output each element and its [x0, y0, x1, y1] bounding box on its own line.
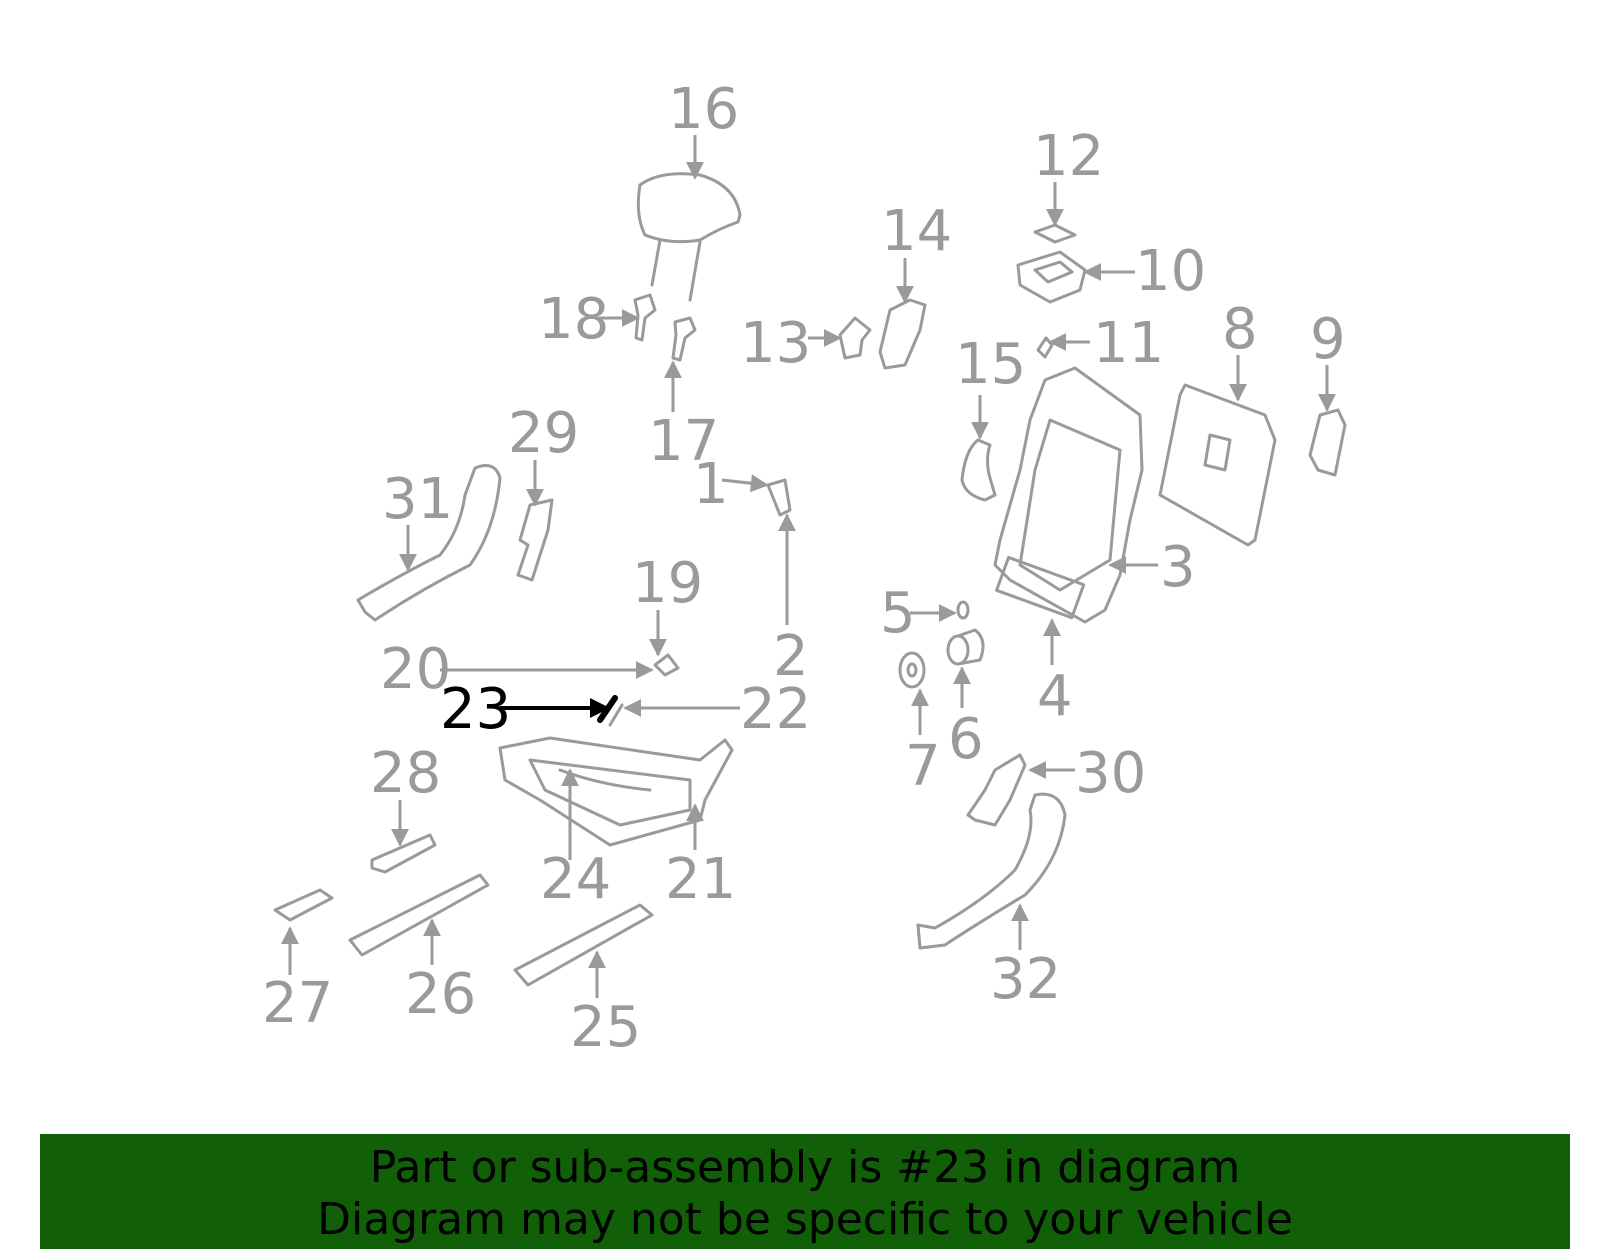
part-19-bracket [653, 653, 680, 677]
part-12-clip [1033, 223, 1077, 244]
part-21-cushion-frame [498, 736, 734, 847]
label-2: 2 [773, 624, 809, 689]
label-28: 28 [370, 741, 441, 806]
part-17-guide [671, 316, 697, 362]
label-6: 6 [948, 707, 984, 772]
part-6-bushing [946, 628, 985, 666]
label-23: 23 [440, 677, 511, 742]
parts-diagram: 16 12 14 10 18 13 11 15 8 9 17 29 1 31 3… [262, 77, 1347, 1060]
label-31: 31 [382, 467, 453, 532]
part-30-bracket [966, 753, 1027, 827]
label-14: 14 [881, 199, 952, 264]
part-25-track [513, 903, 654, 987]
label-20: 20 [380, 637, 451, 702]
label-26: 26 [405, 962, 476, 1027]
label-10: 10 [1135, 239, 1206, 304]
part-28-bracket [370, 833, 437, 874]
part-5-clip [956, 600, 970, 620]
part-8-back-panel [1158, 383, 1277, 547]
label-9: 9 [1310, 307, 1346, 372]
label-19: 19 [632, 551, 703, 616]
label-1: 1 [693, 452, 729, 517]
label-24: 24 [540, 847, 611, 912]
part-27-cover [273, 888, 334, 922]
part-11-clip [1036, 336, 1054, 359]
label-22: 22 [740, 677, 811, 742]
label-16: 16 [668, 77, 739, 142]
label-32: 32 [990, 947, 1061, 1012]
part-16-headrest [636, 172, 742, 302]
part-32-side-shield [916, 792, 1067, 950]
part-10-bezel [1016, 250, 1087, 304]
part-14-trim [878, 298, 927, 370]
banner-line-disclaimer: Diagram may not be specific to your vehi… [317, 1194, 1293, 1245]
label-18: 18 [538, 287, 609, 352]
label-27: 27 [262, 971, 333, 1036]
label-15: 15 [955, 332, 1026, 397]
part-3-seatback-frame [993, 366, 1144, 624]
label-30: 30 [1075, 741, 1146, 806]
label-4: 4 [1037, 664, 1073, 729]
part-1-bolt [766, 478, 792, 517]
label-12: 12 [1033, 124, 1104, 189]
label-29: 29 [508, 401, 579, 466]
label-7: 7 [905, 734, 941, 799]
info-banner: Part or sub-assembly is #23 in diagram D… [40, 1134, 1570, 1249]
part-7-washer [898, 651, 926, 689]
label-17: 17 [648, 409, 719, 474]
label-25: 25 [570, 995, 641, 1060]
label-3: 3 [1160, 535, 1196, 600]
label-11: 11 [1093, 311, 1164, 376]
part-26-track [348, 873, 490, 957]
label-8: 8 [1222, 297, 1258, 362]
part-31-side-shield [356, 464, 502, 622]
part-13-clip [838, 316, 872, 360]
label-21: 21 [665, 847, 736, 912]
label-5: 5 [880, 581, 916, 646]
part-22-bolt [608, 703, 624, 727]
part-29-bracket [516, 498, 554, 582]
part-15-cover [960, 438, 997, 502]
part-9-trim [1308, 408, 1347, 477]
banner-line-part: Part or sub-assembly is #23 in diagram [369, 1142, 1241, 1193]
label-13: 13 [740, 311, 811, 376]
leader-1 [721, 474, 769, 493]
